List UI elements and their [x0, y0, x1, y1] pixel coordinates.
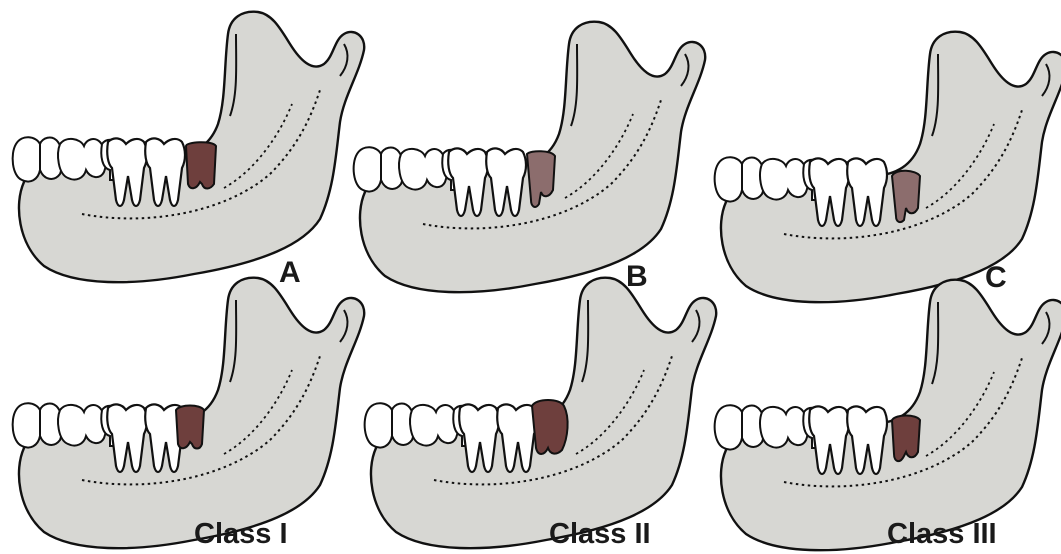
- panel-class-ii: [365, 278, 717, 548]
- panel-label-class-iii: Class III: [887, 518, 997, 550]
- panel-label-c: C: [985, 261, 1007, 294]
- impacted-tooth-class-iii: [892, 416, 920, 462]
- panel-c: [715, 32, 1061, 302]
- impacted-tooth-class-ii: [532, 400, 568, 454]
- mandible-c: [715, 32, 1061, 302]
- panel-class-iii: [715, 280, 1061, 550]
- panel-b: [354, 22, 706, 292]
- panel-label-a: A: [279, 256, 301, 289]
- impacted-tooth-a: [186, 142, 216, 188]
- mandible-class-iii: [715, 280, 1061, 550]
- panel-label-class-i: Class I: [194, 518, 288, 550]
- panel-a: [13, 12, 365, 282]
- panel-class-i: [13, 278, 365, 548]
- panel-label-b: B: [626, 260, 648, 293]
- panel-label-class-ii: Class II: [549, 518, 651, 550]
- impacted-tooth-class-i: [176, 406, 204, 449]
